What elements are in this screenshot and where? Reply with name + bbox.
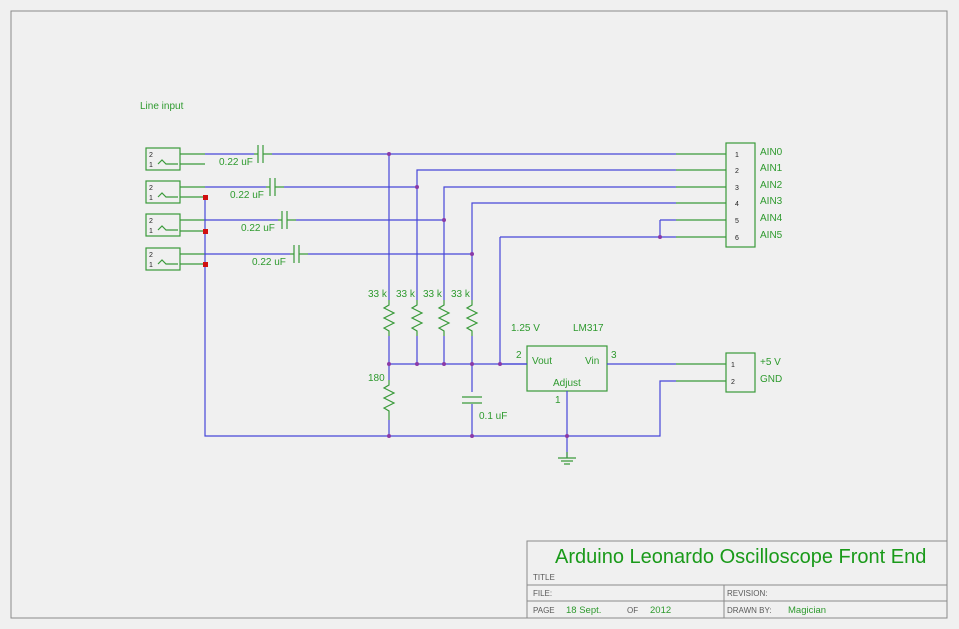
title-block: Arduino Leonardo Oscilloscope Front End … [526, 540, 948, 619]
drawn-by-field: DRAWN BY: [727, 606, 772, 615]
regulator-pin-num-vin: 3 [611, 350, 617, 361]
regulator-pin-vin: Vin [585, 356, 599, 367]
regulator-pin-vout: Vout [532, 356, 552, 367]
ground-symbol [558, 452, 576, 465]
input-jack-1: 2 1 [145, 147, 181, 171]
of-field: OF [627, 606, 638, 615]
title-text: Arduino Leonardo Oscilloscope Front End [555, 546, 926, 568]
drawn-by-value: Magician [788, 605, 826, 616]
title-field: TITLE [533, 573, 555, 582]
capacitor-value: 0.22 uF [252, 257, 286, 268]
jack-pin-2: 2 [149, 252, 153, 259]
connector-pin-4: 4 [735, 201, 739, 208]
capacitor-value: 0.22 uF [241, 223, 275, 234]
resistor-value: 33 k [451, 289, 471, 300]
regulator-pin-num-adjust: 1 [555, 395, 561, 406]
connector-pin-6: 6 [735, 235, 739, 242]
capacitor-value: 0.22 uF [230, 190, 264, 201]
jack-pin-1: 1 [149, 195, 153, 202]
jack-pin-2: 2 [149, 152, 153, 159]
capacitor-c2: 0.22 uF [230, 178, 284, 201]
sheet-border [10, 10, 948, 619]
capacitor-value: 0.1 uF [479, 411, 507, 422]
analog-connector: 1 2 3 4 5 6 AIN0 AIN1 AIN2 AIN3 AIN4 AIN… [676, 142, 783, 248]
input-jack-2: 2 1 [145, 180, 181, 204]
connector-pin-3: 3 [735, 185, 739, 192]
resistor-33k-1: 33 k [368, 289, 396, 336]
connector-pin-2: 2 [735, 168, 739, 175]
resistor-value: 33 k [423, 289, 443, 300]
junctions [387, 152, 662, 438]
ain5-label: AIN5 [760, 230, 783, 241]
jack-pin-2: 2 [149, 218, 153, 225]
capacitor-01uf: 0.1 uF [462, 396, 507, 422]
page-field: PAGE [533, 606, 555, 615]
ain1-label: AIN1 [760, 163, 783, 174]
connector-pin-1: 1 [731, 362, 735, 369]
regulator-vout-value: 1.25 V [511, 323, 540, 334]
regulator-pin-num-vout: 2 [516, 350, 522, 361]
revision-field: REVISION: [727, 589, 767, 598]
power-connector: 1 2 +5 V GND [676, 352, 782, 393]
line-input-label: Line input [140, 101, 184, 112]
capacitor-c1: 0.22 uF [219, 145, 272, 168]
resistor-value: 33 k [396, 289, 416, 300]
capacitor-value: 0.22 uF [219, 157, 253, 168]
plus5v-label: +5 V [760, 357, 781, 368]
jack-pin-1: 1 [149, 228, 153, 235]
jack-pin-1: 1 [149, 162, 153, 169]
resistor-180: 180 [368, 373, 396, 420]
regulator-pin-adjust: Adjust [553, 378, 581, 389]
ain4-label: AIN4 [760, 213, 783, 224]
resistor-33k-2: 33 k [396, 289, 424, 336]
connector-pin-5: 5 [735, 218, 739, 225]
jack-pin-2: 2 [149, 185, 153, 192]
capacitor-c3: 0.22 uF [241, 211, 296, 234]
resistor-value: 33 k [368, 289, 388, 300]
regulator-name: LM317 [573, 323, 604, 334]
ain3-label: AIN3 [760, 196, 783, 207]
connector-pin-1: 1 [735, 152, 739, 159]
file-field: FILE: [533, 589, 552, 598]
connector-pin-2: 2 [731, 379, 735, 386]
resistor-33k-4: 33 k [451, 289, 479, 336]
gnd-label: GND [760, 374, 782, 385]
ain2-label: AIN2 [760, 180, 783, 191]
capacitor-c4: 0.22 uF [252, 245, 308, 268]
ain0-label: AIN0 [760, 147, 783, 158]
input-jack-3: 2 1 [145, 213, 181, 237]
input-jack-4: 2 1 [145, 247, 181, 271]
resistor-33k-3: 33 k [423, 289, 451, 336]
of-value: 2012 [650, 605, 671, 616]
page-value: 18 Sept. [566, 605, 601, 616]
jack-pin-1: 1 [149, 262, 153, 269]
lm317-regulator: 1.25 V LM317 Vout Vin Adjust 2 3 1 [511, 323, 617, 406]
resistor-value: 180 [368, 373, 385, 384]
